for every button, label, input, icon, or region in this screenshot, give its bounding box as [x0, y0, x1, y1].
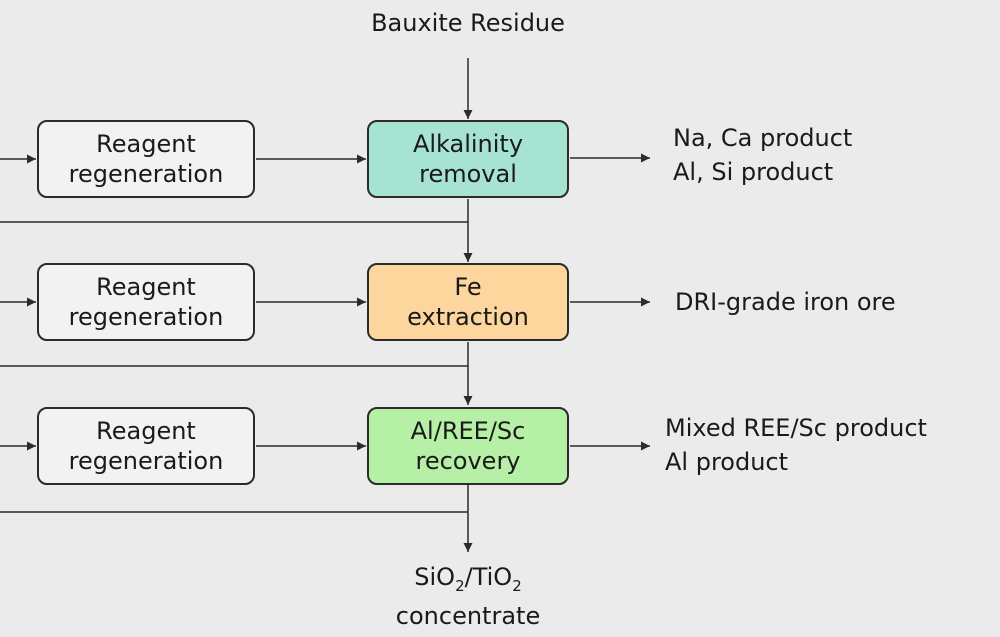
alkalinity-removal-box: Alkalinity removal — [367, 120, 569, 198]
output-label-3a: Mixed REE/Sc product — [665, 414, 927, 442]
process-label-line-2: recovery — [415, 447, 521, 475]
reagent-regeneration-box-2: Reagent regeneration — [37, 263, 255, 341]
final-output-concentrate: concentrate — [395, 601, 541, 630]
process-label-line-2: extraction — [407, 303, 529, 331]
reagent-label-line-2: regeneration — [68, 447, 224, 475]
output-label-1a: Na, Ca product — [673, 124, 853, 152]
fe-extraction-box: Fe extraction — [367, 263, 569, 341]
reagent-label-line-2: regeneration — [68, 160, 224, 188]
reagent-label-line-1: Reagent — [96, 130, 196, 158]
al-ree-sc-recovery-box: Al/REE/Sc recovery — [367, 407, 569, 485]
output-label-2: DRI-grade iron ore — [675, 288, 896, 316]
reagent-regeneration-box-1: Reagent regeneration — [37, 120, 255, 198]
process-label-line-1: Fe — [454, 273, 482, 301]
process-label-line-1: Al/REE/Sc — [410, 417, 526, 445]
process-label-line-2: removal — [419, 160, 517, 188]
final-output-label: SiO2/TiO2 concentrate — [318, 562, 618, 631]
final-output-formula: SiO2/TiO2 — [414, 563, 522, 595]
output-label-3b: Al product — [665, 448, 789, 476]
reagent-regeneration-box-3: Reagent regeneration — [37, 407, 255, 485]
input-label: Bauxite Residue — [371, 9, 565, 37]
process-label-line-1: Alkalinity — [412, 130, 524, 158]
reagent-label-line-1: Reagent — [96, 417, 196, 445]
reagent-label-line-2: regeneration — [68, 303, 224, 331]
output-label-1b: Al, Si product — [673, 158, 834, 186]
reagent-label-line-1: Reagent — [96, 273, 196, 301]
